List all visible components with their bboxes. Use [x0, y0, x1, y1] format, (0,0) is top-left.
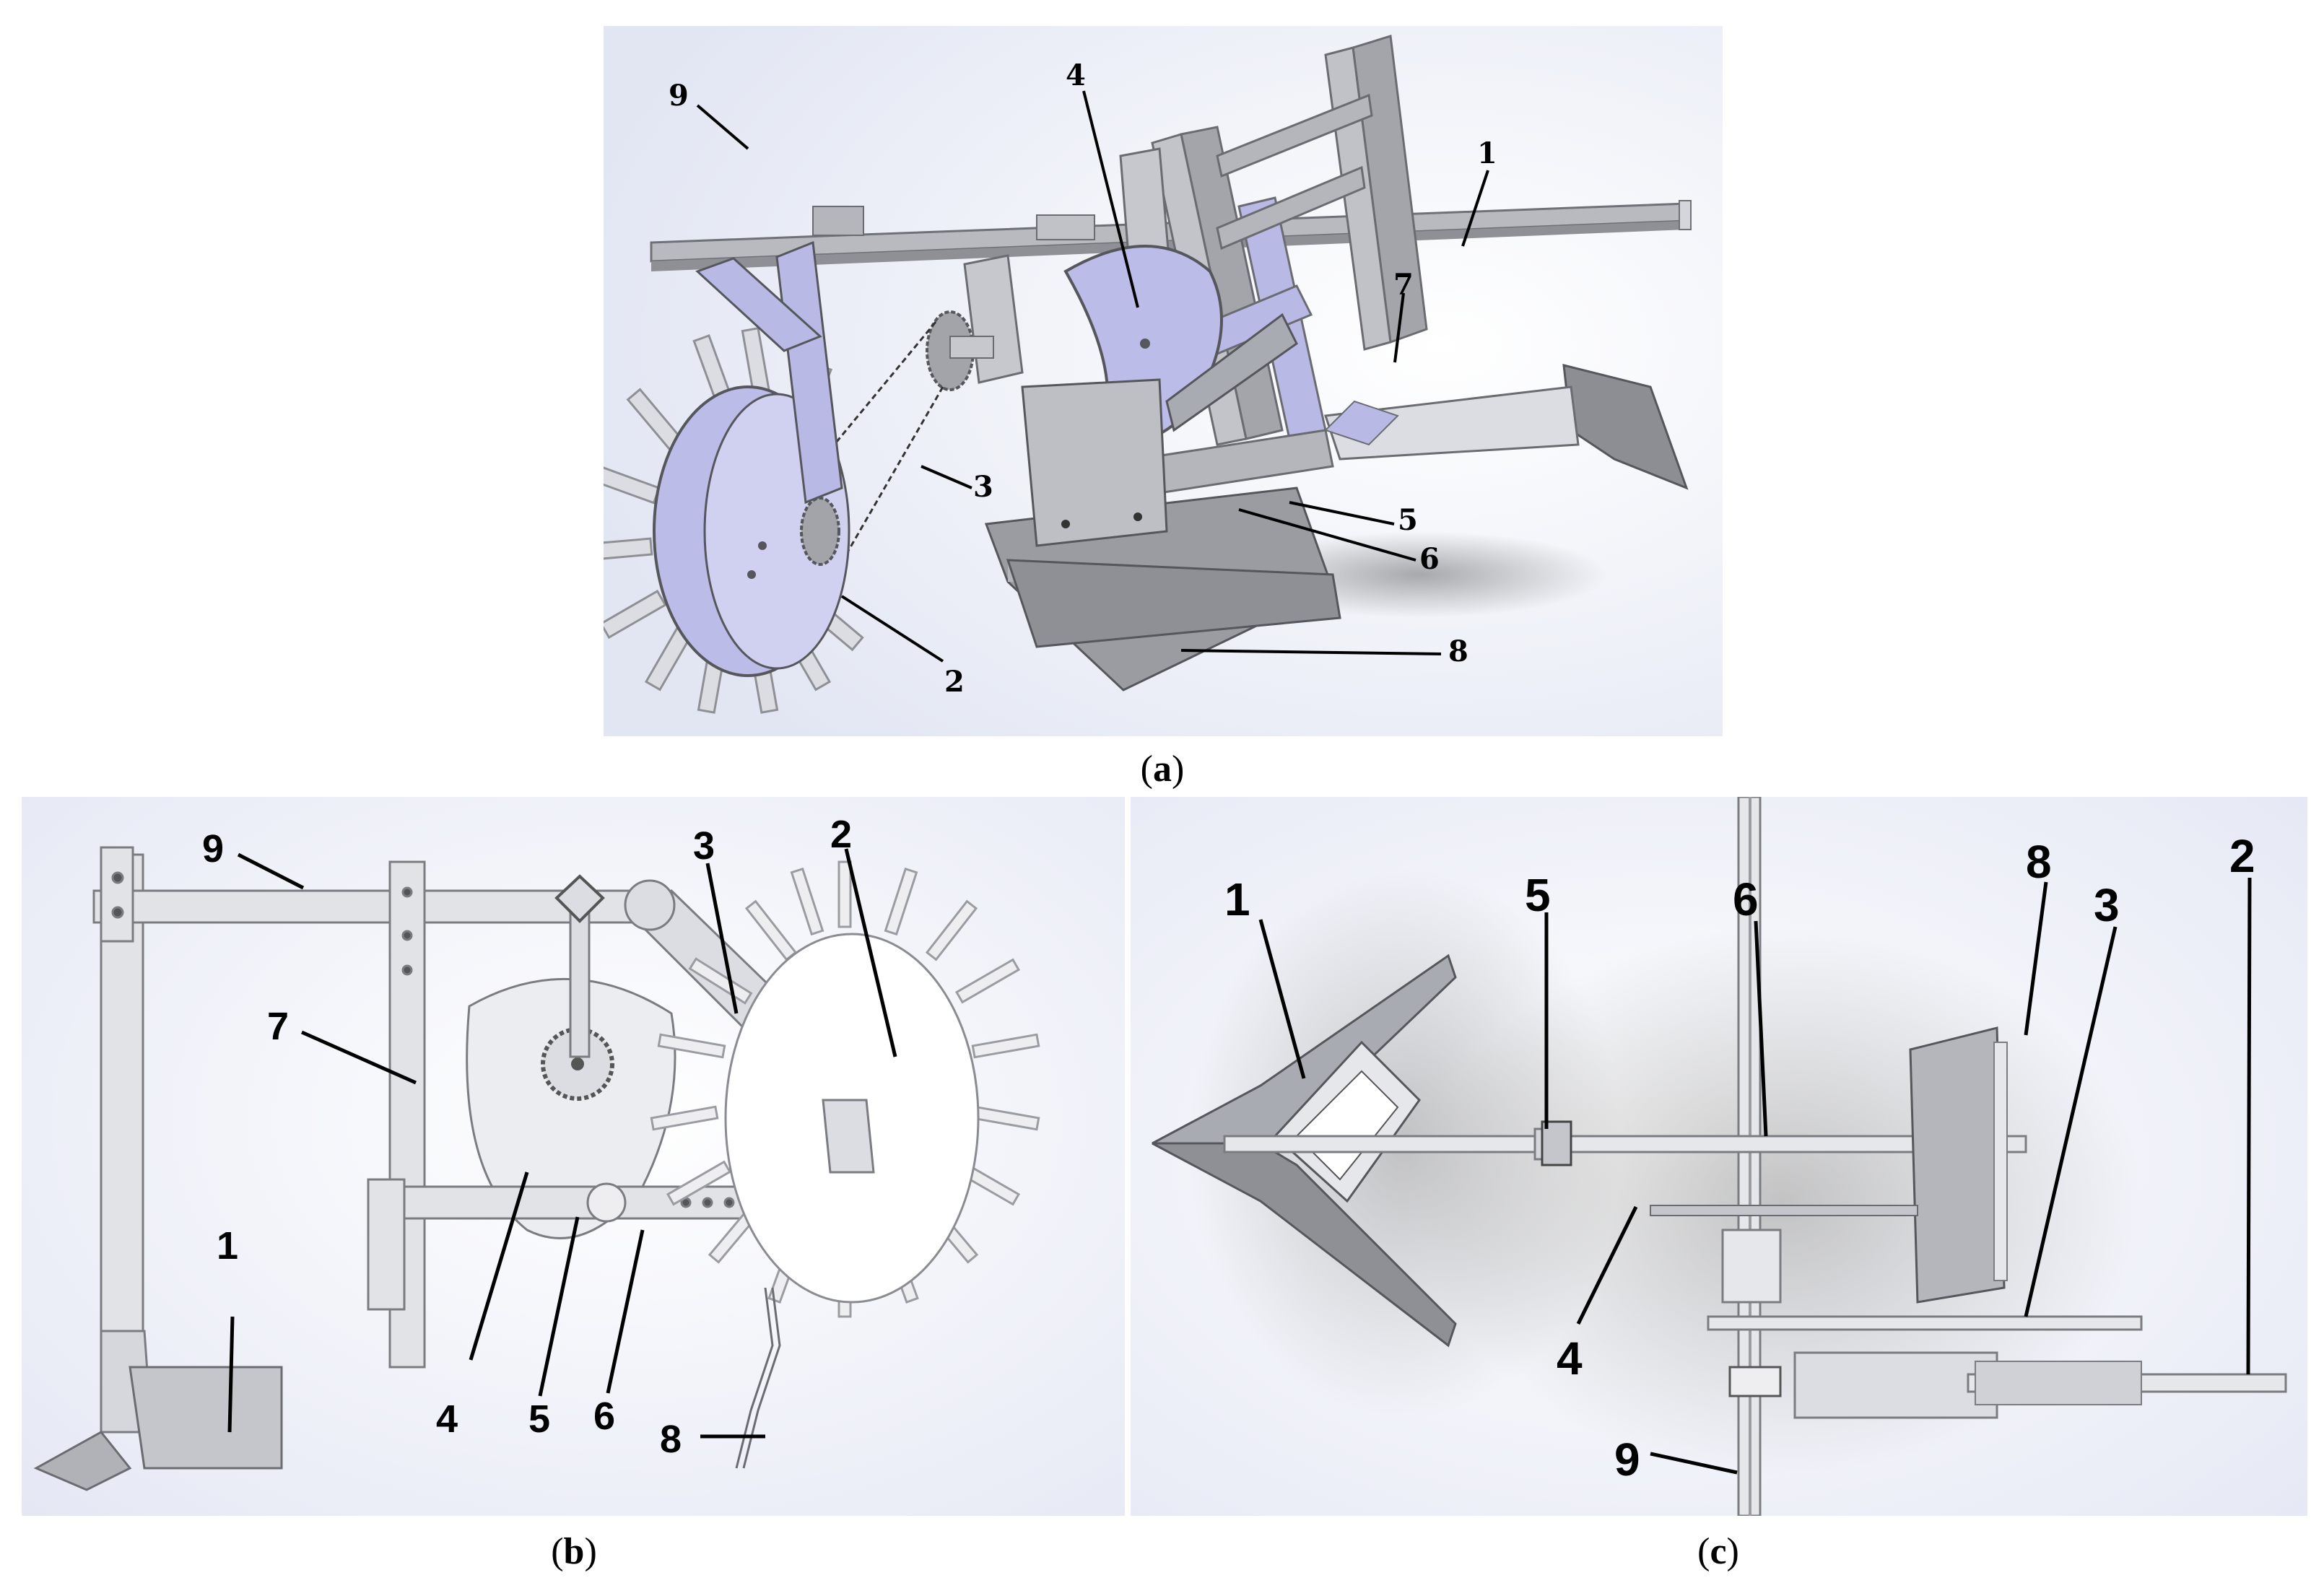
panel-c-leader-lines — [1258, 877, 2252, 1475]
panel-b-label-1: 1 — [217, 1224, 238, 1268]
plough-share — [33, 1330, 283, 1491]
panel-b-label-9: 9 — [202, 827, 224, 871]
panel-a-leader-lines — [696, 90, 1489, 663]
panel-a-label-5: 5 — [1398, 503, 1418, 537]
panel-c-label-5: 5 — [1525, 869, 1551, 921]
panel-b-label-6: 6 — [593, 1395, 615, 1438]
closing-plate — [1909, 1026, 2008, 1304]
spiked-wheel — [604, 327, 864, 714]
panel-a-label-7: 7 — [1393, 268, 1414, 302]
drive-shaft — [367, 1178, 774, 1311]
upper-sprocket — [926, 310, 994, 391]
panel-a-label-8: 8 — [1448, 634, 1468, 668]
caption-a-letter: a — [1153, 749, 1172, 790]
closing-plate — [984, 313, 1341, 692]
panel-c-label-3: 3 — [2094, 879, 2120, 931]
panel-b-label-2: 2 — [830, 813, 852, 856]
panel-b-image: 9 7 1 4 5 6 8 3 2 — [22, 797, 1125, 1516]
panel-a-label-3: 3 — [973, 470, 993, 504]
panel-b-leader-lines — [227, 848, 897, 1439]
spiked-wheel — [650, 860, 1040, 1318]
panel-c-image: 1 5 6 8 3 2 4 9 — [1131, 797, 2307, 1516]
panel-a-label-6: 6 — [1419, 542, 1440, 576]
caption-a: (a) — [1140, 749, 1185, 790]
wheel-arm — [695, 206, 1095, 505]
cam-disk — [466, 874, 676, 1239]
panel-c-label-9: 9 — [1614, 1434, 1640, 1486]
panel-b-label-5: 5 — [528, 1397, 550, 1441]
caption-c: (c) — [1697, 1531, 1739, 1572]
panel-b-label-8: 8 — [660, 1418, 682, 1461]
panel-a-image: 9 4 1 7 3 5 6 8 2 — [604, 26, 1723, 736]
panel-b-label-3: 3 — [693, 824, 715, 868]
panel-c-label-1: 1 — [1224, 873, 1250, 925]
caption-b: (b) — [551, 1531, 597, 1572]
panel-a-label-9: 9 — [669, 79, 689, 113]
panel-a-label-4: 4 — [1066, 58, 1086, 92]
panel-b-label-4: 4 — [436, 1397, 458, 1441]
panel-c-label-2: 2 — [2229, 830, 2255, 882]
panel-b-label-7: 7 — [267, 1005, 289, 1048]
spiked-wheel — [1728, 1351, 2287, 1419]
plough-share — [1323, 364, 1689, 490]
panel-c-label-4: 4 — [1557, 1332, 1583, 1384]
panel-a-label-2: 2 — [944, 665, 965, 699]
panel-a-label-1: 1 — [1477, 136, 1497, 170]
panel-c-label-6: 6 — [1733, 873, 1759, 925]
cam-disk — [1650, 1205, 1918, 1304]
panel-c-label-8: 8 — [2026, 836, 2052, 888]
caption-c-letter: c — [1710, 1531, 1727, 1572]
chain-arm — [1707, 1315, 2143, 1331]
closing-tine — [735, 1287, 781, 1469]
caption-b-letter: b — [563, 1531, 585, 1572]
